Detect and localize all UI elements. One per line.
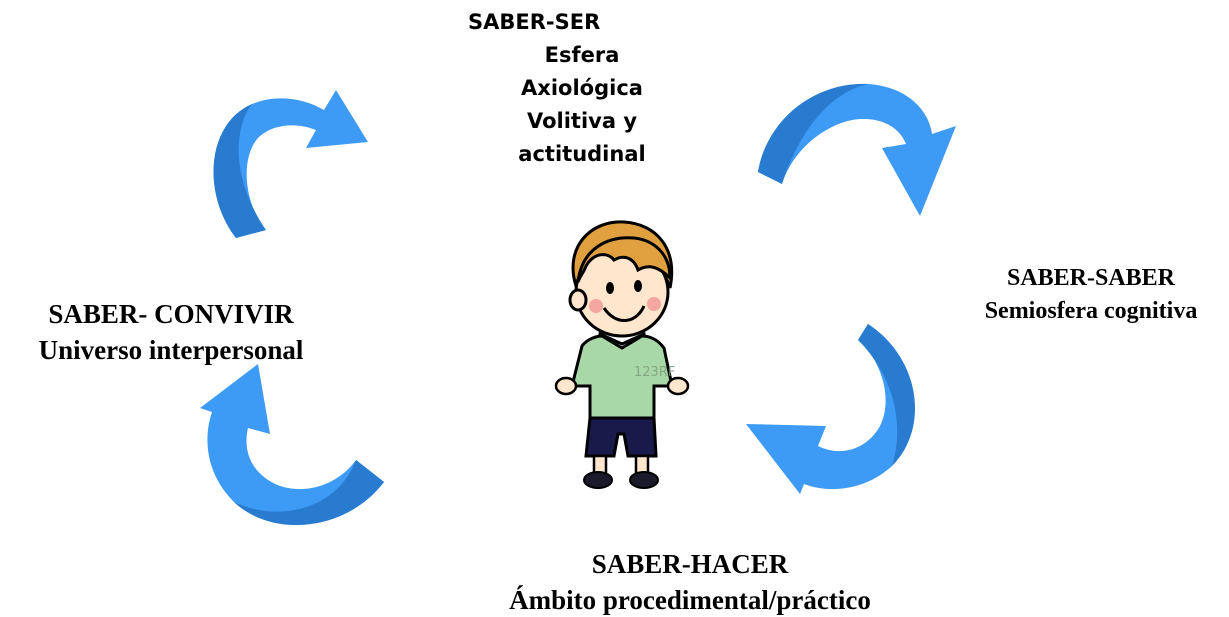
label-saber-ser-title: SABER-SER xyxy=(468,10,601,34)
label-saber-ser-line-1: Esfera xyxy=(544,43,620,67)
curved-arrow-bottom-right-icon xyxy=(746,324,915,494)
curved-arrow-top-left-icon xyxy=(213,90,368,238)
label-saber-ser: SABER-SER Esfera Axiológica Volitiva y a… xyxy=(462,6,682,171)
label-saber-saber-title: SABER-SABER xyxy=(1006,265,1176,291)
label-saber-convivir-subtitle: Universo interpersonal xyxy=(38,335,304,365)
label-saber-saber: SABER-SABER Semiosfera cognitiva xyxy=(956,262,1226,328)
label-saber-hacer-subtitle: Ámbito procedimental/práctico xyxy=(509,585,871,615)
watermark-text: 123RF xyxy=(634,365,675,380)
label-saber-convivir-title: SABER- CONVIVIR xyxy=(48,299,294,329)
label-saber-ser-line-2: Axiológica xyxy=(521,76,643,100)
label-saber-ser-line-3: Volitiva y xyxy=(526,109,638,133)
curved-arrow-bottom-left-icon xyxy=(200,364,384,525)
child-illustration: 123RF xyxy=(554,220,690,489)
label-saber-hacer: SABER-HACER Ámbito procedimental/práctic… xyxy=(420,546,960,617)
curved-arrow-top-right-icon xyxy=(758,83,956,216)
label-saber-saber-subtitle: Semiosfera cognitiva xyxy=(984,298,1198,324)
label-saber-hacer-title: SABER-HACER xyxy=(591,549,789,579)
label-saber-ser-line-4: actitudinal xyxy=(518,142,646,166)
label-saber-convivir: SABER- CONVIVIR Universo interpersonal xyxy=(6,296,336,368)
